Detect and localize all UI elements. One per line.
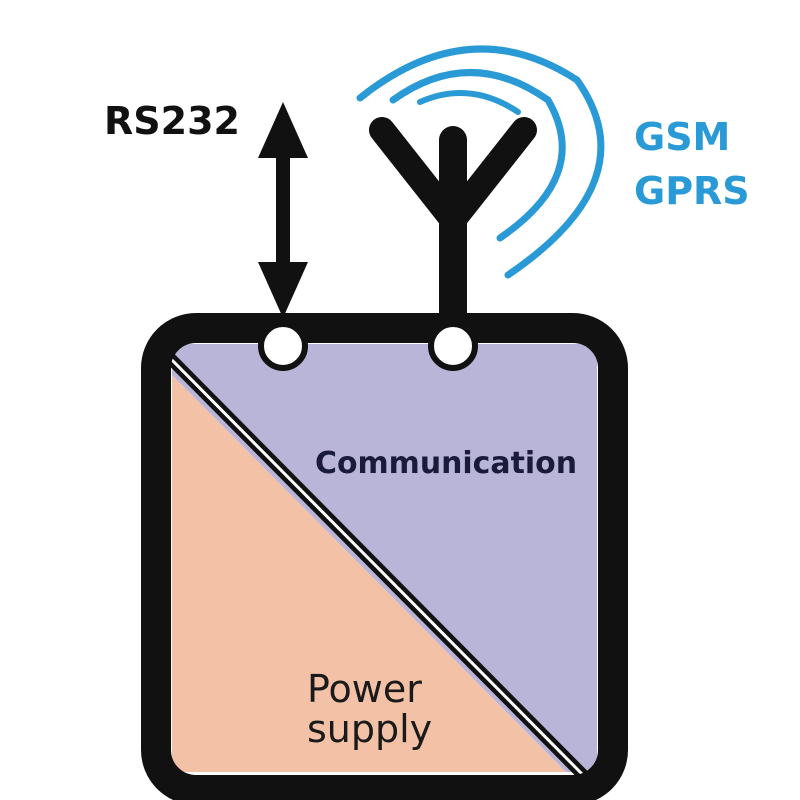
rs232-port bbox=[258, 321, 308, 371]
signal-waves-icon bbox=[356, 45, 605, 279]
power-label-line2: supply bbox=[307, 707, 432, 751]
antenna-port bbox=[428, 321, 478, 371]
power-label-line1: Power bbox=[307, 667, 422, 711]
device-outline bbox=[141, 313, 628, 800]
diagonal-divider-inner bbox=[166, 354, 588, 780]
communication-region bbox=[172, 344, 597, 772]
signal-wave-middle bbox=[389, 69, 566, 242]
bidirectional-arrow-icon bbox=[258, 102, 308, 318]
bottom-connector bbox=[366, 778, 396, 800]
device-body bbox=[141, 313, 628, 800]
communication-label: Communication bbox=[315, 446, 577, 481]
signal-wave-outer bbox=[356, 45, 605, 279]
antenna-icon bbox=[369, 117, 537, 342]
rs232-label: RS232 bbox=[104, 99, 240, 143]
signal-wave-inner bbox=[417, 90, 521, 115]
gprs-label: GPRS bbox=[634, 169, 750, 213]
gsm-label: GSM bbox=[634, 115, 730, 159]
